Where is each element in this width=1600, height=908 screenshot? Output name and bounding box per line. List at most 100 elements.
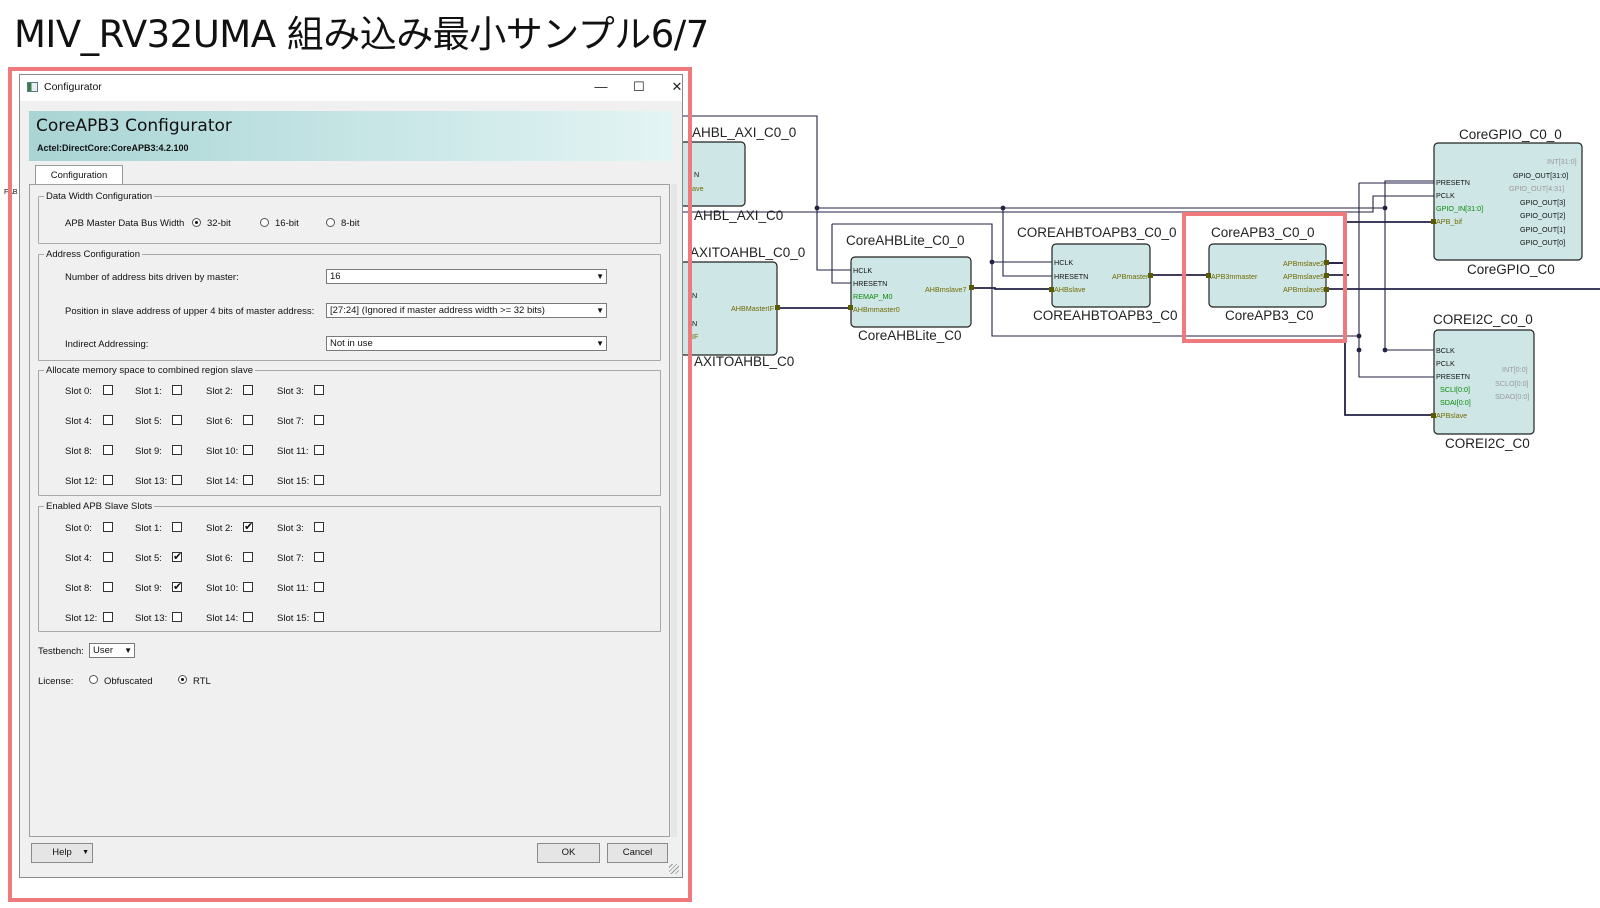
radio-32bit[interactable] [192,218,201,227]
slot-checkbox[interactable] [172,415,182,425]
radio-8bit[interactable] [326,218,335,227]
slot-label: Slot 4: [65,553,92,564]
slot-label: Slot 12: [65,613,98,624]
slot-checkbox[interactable] [243,445,253,455]
slot-checkbox[interactable] [103,445,113,455]
slot-label: Slot 10: [206,583,239,594]
pin-label: AHBmmaster0 [853,305,900,314]
chevron-down-icon: ▼ [124,646,132,655]
radio-obfuscated[interactable] [89,675,98,684]
slot-label: Slot 7: [277,416,304,427]
slot-checkbox[interactable]: ✔ [172,551,183,563]
slot-label: Slot 12: [65,476,98,487]
pin-label: N [692,291,697,300]
pin-label: GPIO_OUT[1] [1520,225,1565,234]
testbench-label: Testbench: [38,646,84,657]
slot-checkbox[interactable] [172,612,182,622]
radio-label: 32-bit [207,218,231,229]
block-coreahbtoapb3[interactable]: COREAHBTOAPB3_C0_0 HCLK HRESETN AHBslave… [1017,225,1178,323]
slot-checkbox[interactable] [103,612,113,622]
chevron-down-icon: ▼ [596,339,604,348]
slot-checkbox[interactable] [243,415,253,425]
dialog-titlebar[interactable]: Configurator — ☐ ✕ [20,75,682,101]
slot-checkbox[interactable]: ✔ [243,521,254,533]
slot-checkbox[interactable] [172,475,182,485]
radio-rtl[interactable] [178,675,187,684]
slot-checkbox[interactable] [103,522,113,532]
pin-label: ave [692,184,704,193]
slot-checkbox[interactable] [172,522,182,532]
block-corei2c[interactable]: COREI2C_C0_0 BCLK PCLK PRESETN SCLI[0:0]… [1431,312,1535,451]
radio-label: RTL [193,676,211,687]
block-core-ahblite[interactable]: CoreAHBLite_C0_0 HCLK HRESETN REMAP_M0 A… [846,233,974,343]
slot-checkbox[interactable] [314,445,324,455]
slot-checkbox[interactable] [314,552,324,562]
block-ahbl-axi[interactable]: AHBL_AXI_C0_0 N ave AHBL_AXI_C0 [679,125,796,223]
slot-label: Slot 10: [206,446,239,457]
block-coreapb3[interactable]: CoreAPB3_C0_0 APB3mmaster APBmslave2 APB… [1206,225,1329,323]
block-axitoahbl[interactable]: AXITOAHBL_C0_0 N N IF AHBMasterIF AXITOA… [679,245,805,369]
slot-label: Slot 14: [206,613,239,624]
slot-checkbox[interactable]: ✔ [172,581,183,593]
slot-checkbox[interactable] [243,385,253,395]
block-title: AXITOAHBL_C0_0 [690,245,805,260]
slot-checkbox[interactable] [314,582,324,592]
pin-label: SCLI[0:0] [1440,385,1470,394]
slot-checkbox[interactable] [243,475,253,485]
ok-button[interactable]: OK [537,843,600,863]
pin-label: REMAP_M0 [853,292,893,301]
testbench-select[interactable]: User ▼ [89,643,135,658]
slot-checkbox[interactable] [243,552,253,562]
slot-label: Slot 15: [277,613,310,624]
slot-checkbox[interactable] [314,475,324,485]
minimize-icon[interactable]: — [594,79,608,94]
slot-checkbox[interactable] [103,475,113,485]
block-title: COREI2C_C0_0 [1433,312,1533,327]
slot-checkbox[interactable] [103,552,113,562]
pin-label: HRESETN [853,279,887,288]
indirect-addressing-select[interactable]: Not in use ▼ [326,336,607,351]
panel-scrollbar[interactable] [671,184,677,837]
upper-bits-select[interactable]: [27:24] (Ignored if master address width… [326,303,607,318]
slot-checkbox[interactable] [314,415,324,425]
pin-label: APBslave [1436,411,1467,420]
radio-16bit[interactable] [260,218,269,227]
pin-label: AHBMasterIF [731,304,775,313]
maximize-icon[interactable]: ☐ [633,79,645,94]
select-value: User [93,645,114,656]
tab-configuration[interactable]: Configuration [35,165,123,185]
pin-label: GPIO_OUT[4:31] [1509,184,1564,193]
slot-checkbox[interactable] [243,582,253,592]
slot-label: Slot 11: [277,583,309,594]
slot-checkbox[interactable] [314,522,324,532]
resize-grip-icon[interactable] [669,864,679,874]
radio-label: 8-bit [341,218,360,229]
slot-checkbox[interactable] [103,582,113,592]
slot-checkbox[interactable] [314,385,324,395]
configurator-dialog[interactable]: Configurator — ☐ ✕ CoreAPB3 Configurator… [19,74,683,878]
group-legend: Address Configuration [46,249,140,260]
pin-label: APBmaster [1112,272,1149,281]
block-coregpio[interactable]: CoreGPIO_C0_0 PRESETN PCLK GPIO_IN[31:0]… [1431,127,1583,277]
address-bits-select[interactable]: 16 ▼ [326,269,607,284]
block-name: CoreAPB3_C0 [1225,308,1314,323]
slot-checkbox[interactable] [103,385,113,395]
wire-junctions [814,205,1388,353]
slot-checkbox[interactable] [243,612,253,622]
close-icon[interactable]: ✕ [671,79,683,94]
slot-checkbox[interactable] [172,445,182,455]
pin-label: SDAI[0:0] [1440,398,1471,407]
pin-label: PCLK [1436,191,1455,200]
help-button[interactable]: Help ▼ [31,843,93,863]
pin-label: BCLK [1436,346,1455,355]
slot-checkbox[interactable] [172,385,182,395]
license-label: License: [38,676,74,687]
pin-label: GPIO_OUT[3] [1520,198,1565,207]
pin-label: PRESETN [1436,178,1470,187]
data-width-group: Data Width Configuration [38,191,661,244]
slot-checkbox[interactable] [314,612,324,622]
slot-label: Slot 5: [135,416,162,427]
slot-checkbox[interactable] [103,415,113,425]
cancel-button[interactable]: Cancel [607,843,668,863]
